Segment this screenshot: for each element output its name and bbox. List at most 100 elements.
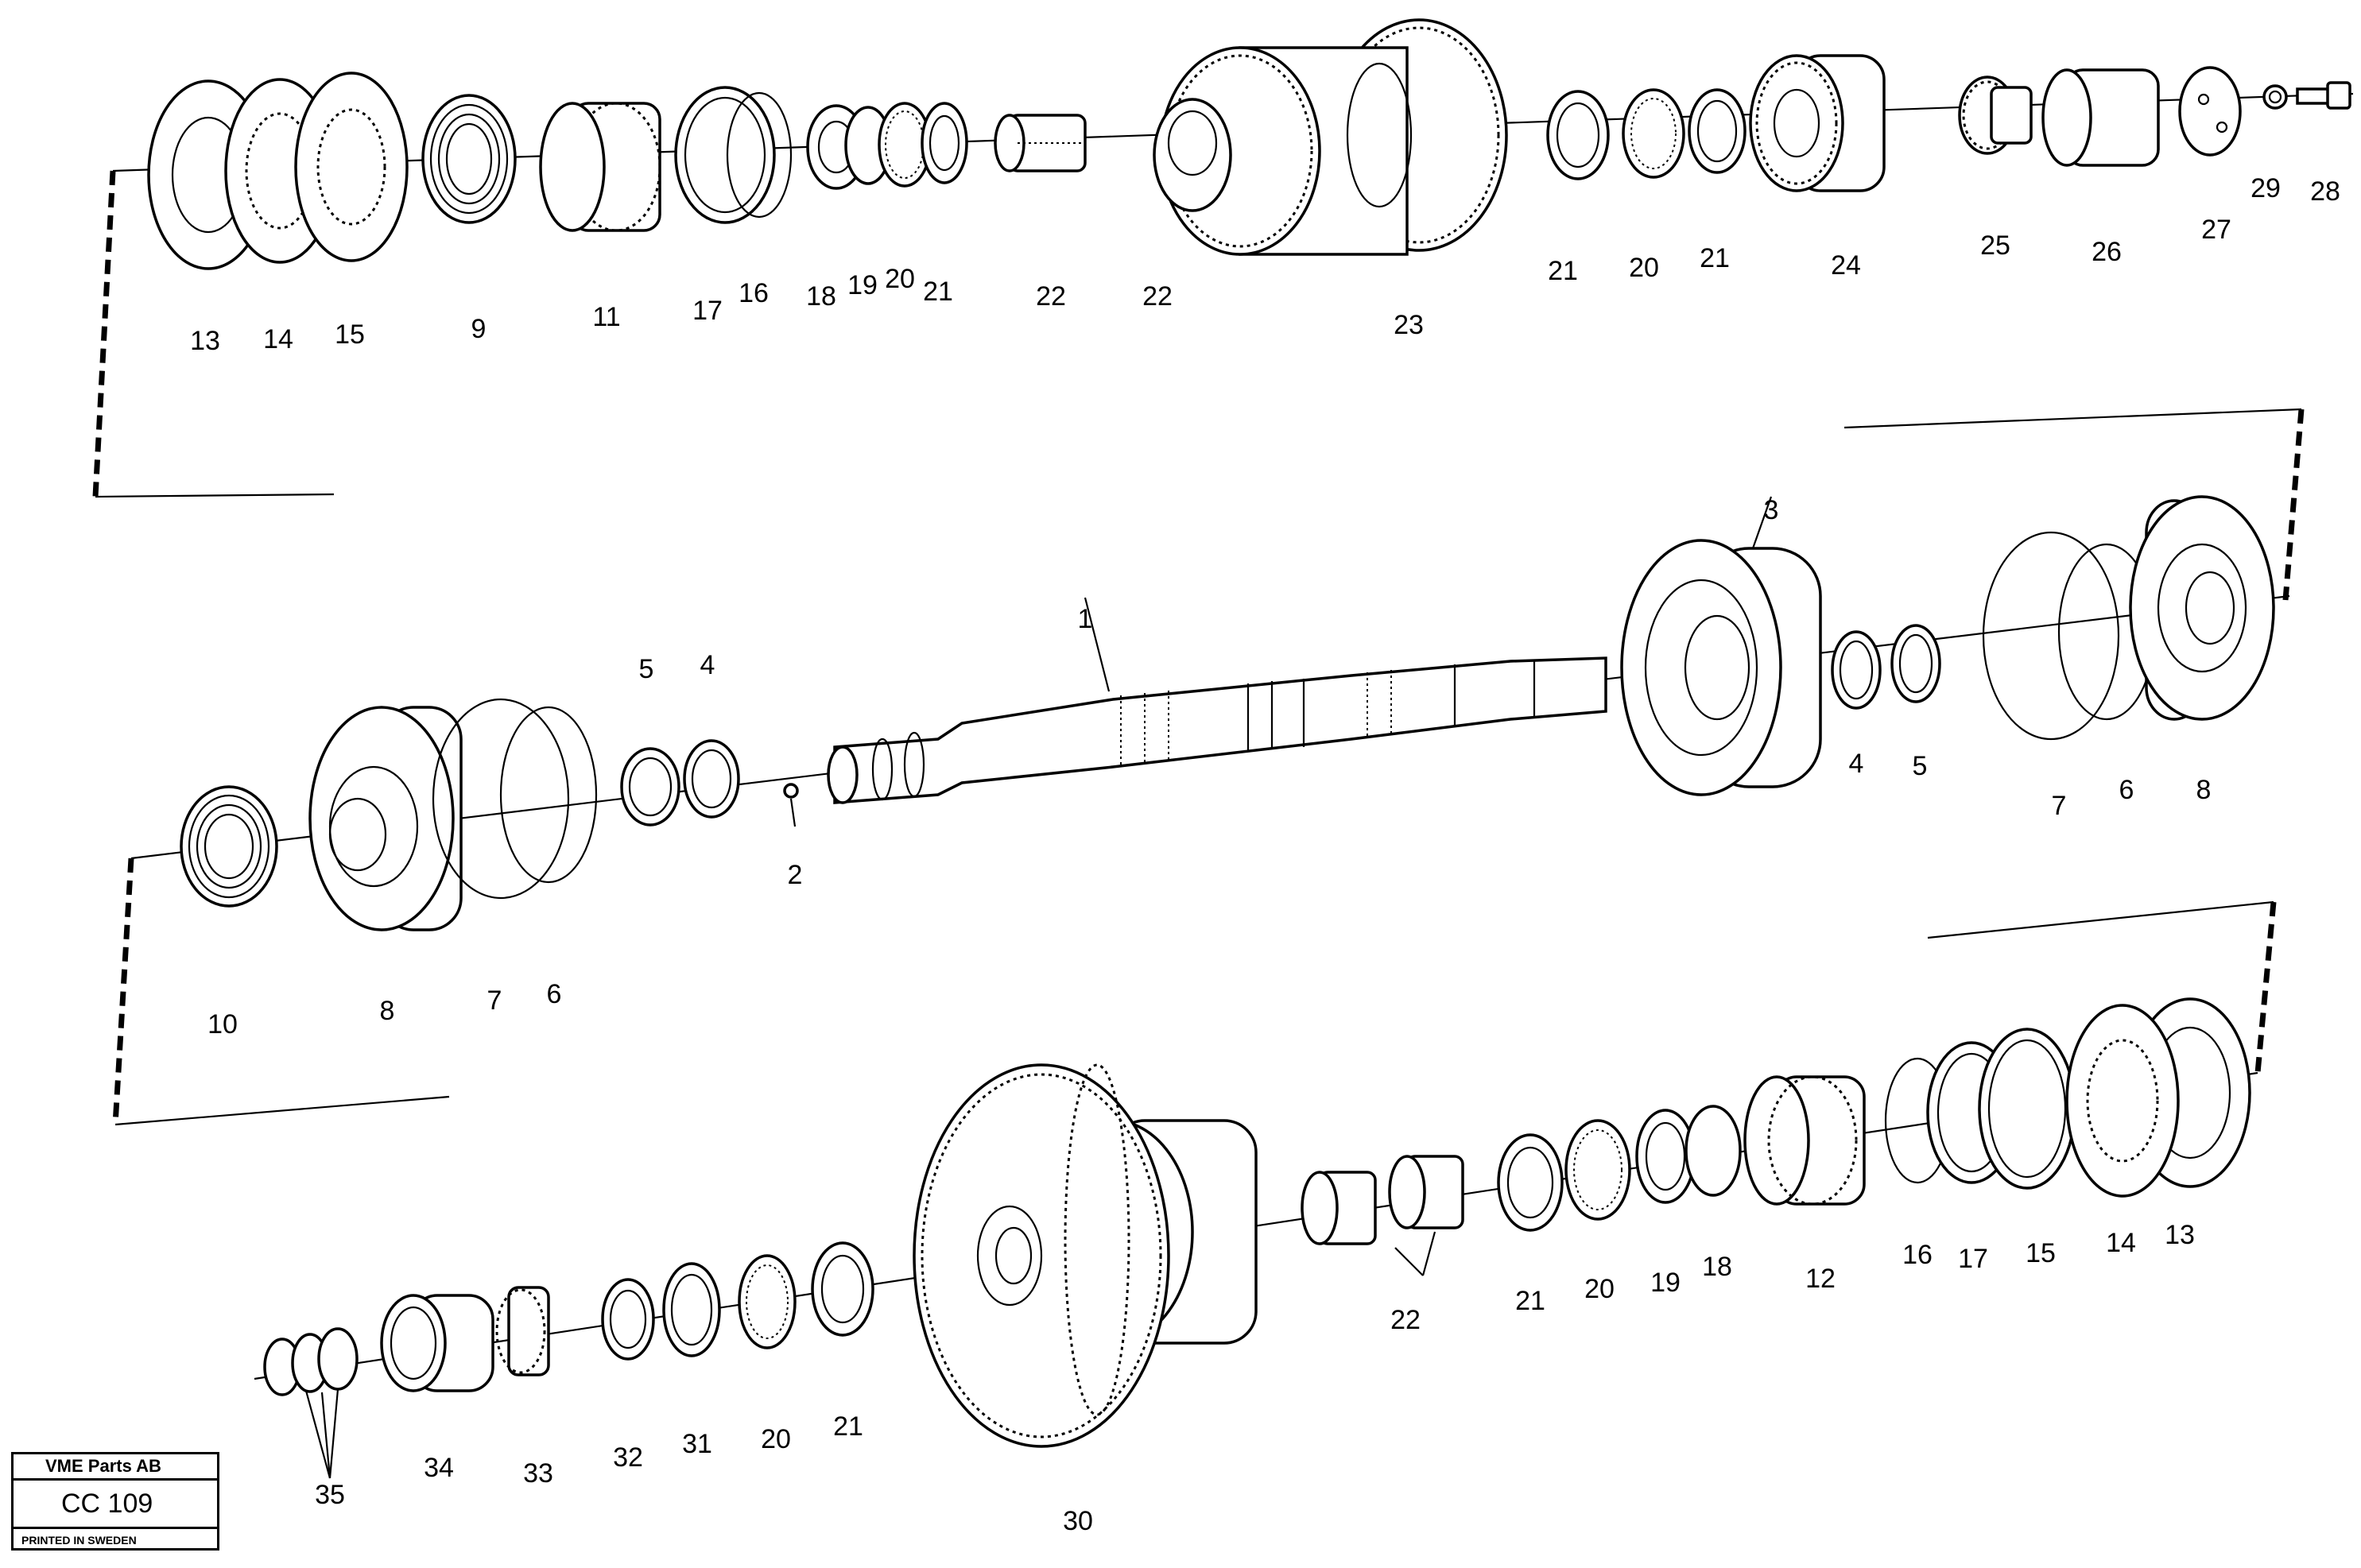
label-13-bottom: 13 [2165, 1220, 2195, 1250]
label-33: 33 [523, 1458, 553, 1489]
part-28-bolt-top [2296, 81, 2351, 110]
label-15-bottom: 15 [2026, 1238, 2056, 1268]
label-1: 1 [1078, 604, 1093, 634]
labels-bottom-row: 35 34 33 32 31 20 21 30 22 21 20 19 18 1… [315, 1220, 2195, 1536]
label-17-bottom: 17 [1958, 1244, 1988, 1274]
connector-mid-right-leader [1843, 408, 2302, 429]
label-4-left: 4 [700, 650, 715, 680]
label-8-right: 8 [2196, 775, 2212, 805]
label-20-bottom-b: 20 [1584, 1274, 1615, 1304]
part-29-washer-top [2262, 84, 2288, 110]
label-21-b: 21 [1548, 256, 1578, 286]
part-3-piston-right-mid [1620, 539, 1822, 796]
part-30-large-gear-bottom [913, 1063, 1258, 1448]
label-23: 23 [1394, 310, 1424, 340]
label-20: 20 [885, 264, 915, 294]
label-16-bottom: 16 [1902, 1240, 1933, 1270]
label-21-bottom-b: 21 [1515, 1286, 1545, 1316]
title-block-company: VME Parts AB [14, 1454, 217, 1481]
label-21-c: 21 [1700, 243, 1730, 273]
connector-top-left-leader [95, 493, 335, 498]
part-21-20-19-18-washers-bottom [1497, 1105, 1742, 1232]
label-22-bottom: 22 [1390, 1305, 1421, 1335]
connector-lines [92, 170, 2305, 1126]
label-27: 27 [2201, 215, 2231, 245]
label-2: 2 [788, 860, 803, 890]
part-22-needle-bearing-top [994, 114, 1087, 172]
part-9-spring-top [421, 94, 517, 224]
label-28: 28 [2310, 176, 2340, 207]
label-20-b: 20 [1629, 253, 1659, 283]
part-5-4-rings-left-mid [620, 739, 740, 827]
part-18-19-20-21-washers-top [806, 102, 968, 190]
part-35-rings-bottom [263, 1327, 359, 1396]
label-12: 12 [1805, 1264, 1836, 1294]
labels-middle-row: 1 2 3 4 5 4 5 10 8 7 6 7 6 8 [207, 495, 2211, 1040]
label-9: 9 [471, 314, 487, 344]
connector-bottom-right-leader [1927, 900, 2274, 939]
connector-mid-left-leader [114, 1095, 450, 1126]
label-4-right: 4 [1849, 749, 1864, 779]
label-19-bottom: 19 [1650, 1268, 1681, 1298]
label-26: 26 [2092, 237, 2122, 267]
label-16: 16 [739, 278, 769, 308]
label-5-left: 5 [639, 654, 654, 684]
leader-lines [304, 496, 1773, 1479]
label-7-right: 7 [2052, 791, 2067, 821]
part-34-bearing-cup-bottom [380, 1294, 494, 1392]
part-23-gear-drum-top [1153, 18, 1508, 256]
label-10: 10 [207, 1009, 238, 1040]
label-14-bottom: 14 [2106, 1228, 2136, 1258]
connector-bottom-right [2254, 901, 2277, 1074]
label-15: 15 [335, 319, 365, 350]
label-5-right: 5 [1913, 751, 1928, 781]
label-35: 35 [315, 1480, 345, 1510]
part-11-hub-top [539, 102, 661, 232]
connector-mid-left [112, 858, 134, 1125]
label-22-a: 22 [1036, 281, 1066, 312]
title-block-code: CC 109 [14, 1481, 217, 1529]
label-17: 17 [692, 296, 723, 326]
label-34: 34 [424, 1453, 454, 1483]
label-11: 11 [592, 302, 620, 332]
label-25: 25 [1980, 230, 2010, 261]
connector-mid-right [2282, 408, 2305, 601]
label-31: 31 [682, 1429, 712, 1459]
label-21-bottom-a: 21 [833, 1411, 863, 1442]
part-4-5-rings-right-mid [1831, 624, 1941, 710]
label-21: 21 [923, 277, 953, 307]
part-24-gear-top [1749, 54, 1886, 192]
label-29: 29 [2251, 173, 2281, 203]
part-15-disc-top [294, 72, 409, 262]
part-7-6-rings-right-mid [1982, 531, 2156, 741]
part-16-17-15-rings-bottom [1884, 1028, 2076, 1190]
part-25-bearing-cone-top [1958, 75, 2033, 155]
part-1-shaft-mid [827, 656, 1607, 804]
label-13: 13 [190, 326, 220, 356]
part-32-31-20-21-washers-bottom [601, 1241, 874, 1361]
label-24: 24 [1831, 250, 1861, 281]
part-8-piston-left-mid [308, 706, 463, 931]
label-6-left: 6 [547, 979, 562, 1009]
part-8-piston-right-mid [2129, 495, 2275, 721]
label-20-bottom-a: 20 [761, 1424, 791, 1454]
part-7-6-rings-left-mid [432, 698, 598, 900]
title-block-printed: PRINTED IN SWEDEN [21, 1534, 137, 1547]
part-12-hub-bottom [1743, 1075, 1866, 1206]
label-14: 14 [263, 324, 293, 354]
part-10-spring-mid [180, 785, 278, 908]
label-8-left: 8 [380, 996, 395, 1026]
part-21-20-21-washers-top-right [1546, 88, 1747, 180]
bottom-row-parts [254, 997, 2258, 1448]
label-22-b: 22 [1142, 281, 1173, 312]
label-30: 30 [1063, 1506, 1093, 1536]
part-14-13-discs-bottom [2065, 997, 2251, 1198]
part-26-bearing-cup-top [2041, 68, 2160, 167]
labels-top-row: 13 14 15 9 11 17 16 18 19 20 21 22 22 23… [190, 173, 2340, 356]
middle-row-parts [130, 495, 2290, 931]
part-27-plate-top [2178, 66, 2242, 157]
label-3: 3 [1764, 495, 1779, 525]
label-18: 18 [806, 281, 836, 312]
part-33-bearing-cone-bottom [495, 1286, 550, 1376]
